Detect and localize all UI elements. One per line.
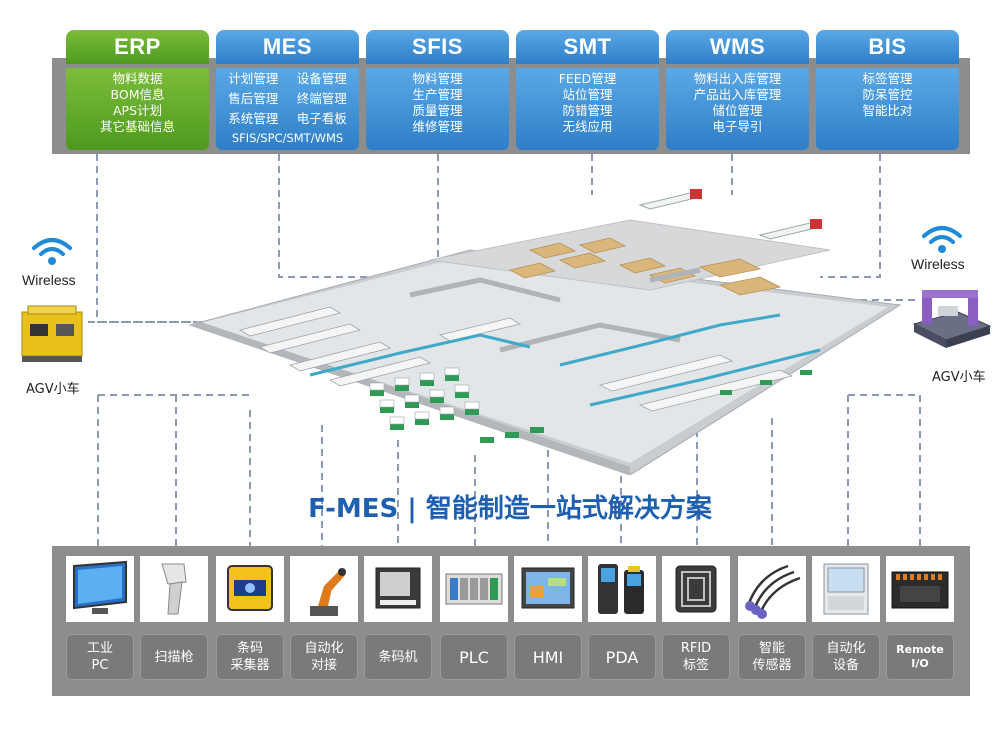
module-item: APS计划 [112, 103, 163, 118]
module-item: 维修管理 [412, 119, 463, 134]
module-bis-body: 标签管理 防呆管控 智能比对 [816, 68, 959, 150]
wireless-label-left: Wireless [22, 272, 76, 288]
barcode-scanner-icon [140, 556, 208, 622]
wireless-icon [32, 238, 72, 265]
wireless-label-right: Wireless [911, 256, 965, 272]
connector-bis [820, 154, 881, 278]
device-label-hmi: HMI [514, 634, 582, 680]
module-item: 物料数据 [112, 71, 163, 86]
module-item: 储位管理 [712, 103, 763, 118]
module-smt-body: FEED管理 站位管理 防错管理 无线应用 [516, 68, 659, 150]
module-smt: SMT FEED管理 站位管理 防错管理 无线应用 [516, 30, 659, 150]
module-erp-title: ERP [66, 30, 209, 64]
module-item: 电子看板 [296, 110, 347, 126]
module-item: 标签管理 [862, 71, 913, 86]
module-item: BOM信息 [110, 87, 165, 102]
module-item: 设备管理 [296, 71, 347, 86]
module-mes-body: 计划管理 设备管理 售后管理 终端管理 系统管理 电子看板 SFIS/SPC/S… [216, 68, 359, 150]
module-item: 物料出入库管理 [693, 71, 782, 86]
barcode-reader-icon [216, 556, 284, 622]
module-item: 电子导引 [712, 119, 763, 134]
module-item: 防呆管控 [862, 87, 913, 102]
page-title: F-MES | 智能制造一站式解决方案 [308, 494, 712, 524]
module-item: 站位管理 [562, 87, 613, 102]
device-label-plc: PLC [440, 634, 508, 680]
pda-icon [588, 556, 656, 622]
factory-floor-illustration [188, 189, 902, 475]
industrial-pc-icon [66, 556, 134, 622]
module-erp: ERP 物料数据 BOM信息 APS计划 其它基础信息 [66, 30, 209, 150]
device-label-automation-equipment: 自动化 设备 [812, 634, 880, 680]
module-item: 无线应用 [562, 119, 613, 134]
module-wms-body: 物料出入库管理 产品出入库管理 储位管理 电子导引 [666, 68, 809, 150]
automation-equipment-icon [812, 556, 880, 622]
module-item: FEED管理 [558, 71, 617, 86]
module-item: 系统管理 [228, 110, 279, 126]
module-item: SFIS/SPC/SMT/WMS [231, 131, 344, 146]
hmi-icon [514, 556, 582, 622]
plc-icon [440, 556, 508, 622]
device-label-remote-io: Remote I/O [886, 634, 954, 680]
module-item: 终端管理 [296, 90, 347, 106]
agv-cart-icon [21, 305, 83, 362]
module-smt-title: SMT [516, 30, 659, 64]
device-label-automation-link: 自动化 对接 [290, 634, 358, 680]
module-item: 生产管理 [412, 87, 463, 102]
module-sfis-title: SFIS [366, 30, 509, 64]
device-label-industrial-pc: 工业 PC [66, 634, 134, 680]
module-erp-body: 物料数据 BOM信息 APS计划 其它基础信息 [66, 68, 209, 150]
agv-label-right: AGV小车 [932, 370, 986, 385]
module-sfis-body: 物料管理 生产管理 质量管理 维修管理 [366, 68, 509, 150]
module-wms: WMS 物料出入库管理 产品出入库管理 储位管理 电子导引 [666, 30, 809, 150]
module-item: 防错管理 [562, 103, 613, 118]
module-mes: MES 计划管理 设备管理 售后管理 终端管理 系统管理 电子看板 SFIS/S… [216, 30, 359, 150]
device-label-sensor: 智能 传感器 [738, 634, 806, 680]
label-printer-icon [364, 556, 432, 622]
module-item: 其它基础信息 [99, 119, 175, 134]
module-item: 计划管理 [228, 71, 279, 86]
sensor-icon [738, 556, 806, 622]
module-sfis: SFIS 物料管理 生产管理 质量管理 维修管理 [366, 30, 509, 150]
device-label-scanner: 扫描枪 [140, 634, 208, 680]
wireless-icon [922, 226, 962, 253]
agv-label-left: AGV小车 [26, 382, 80, 397]
module-bis-title: BIS [816, 30, 959, 64]
device-label-pda: PDA [588, 634, 656, 680]
module-item: 质量管理 [412, 103, 463, 118]
device-label-rfid: RFID 标签 [662, 634, 730, 680]
rfid-tag-icon [662, 556, 730, 622]
module-item: 物料管理 [412, 71, 463, 86]
device-label-barcode-reader: 条码 采集器 [216, 634, 284, 680]
agv-robot-icon [912, 290, 992, 348]
module-item: 产品出入库管理 [693, 87, 782, 102]
module-item: 售后管理 [228, 90, 279, 106]
module-mes-title: MES [216, 30, 359, 64]
device-label-label-printer: 条码机 [364, 634, 432, 680]
module-bis: BIS 标签管理 防呆管控 智能比对 [816, 30, 959, 150]
robot-arm-icon [290, 556, 358, 622]
module-wms-title: WMS [666, 30, 809, 64]
remote-io-icon [886, 556, 954, 622]
module-item: 智能比对 [862, 103, 913, 118]
connector-mes [278, 154, 400, 278]
